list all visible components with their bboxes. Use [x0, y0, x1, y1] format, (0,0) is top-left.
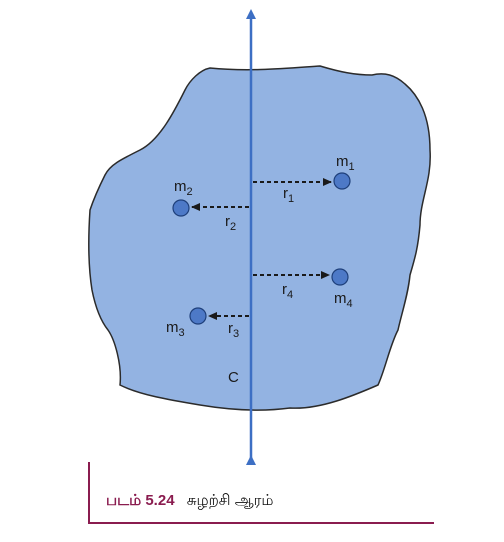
- label-r3: r3: [228, 320, 239, 340]
- label-center: C: [228, 369, 239, 386]
- label-r2: r2: [225, 213, 236, 233]
- label-r1: r1: [283, 185, 294, 205]
- figure-caption: படம் 5.24 சுழற்சி ஆரம்: [106, 492, 274, 511]
- figure-title: சுழற்சி ஆரம்: [186, 492, 274, 509]
- label-r4: r4: [282, 281, 293, 301]
- caption-rule-horizontal: [88, 522, 434, 524]
- label-m4: m4: [334, 290, 353, 310]
- label-m2: m2: [174, 178, 193, 198]
- rigid-body-shape: [87, 65, 431, 411]
- figure-number: படம் 5.24: [106, 492, 175, 509]
- label-m3: m3: [166, 319, 185, 339]
- particle-m1: [333, 172, 351, 190]
- particle-m4: [331, 268, 349, 286]
- particle-m2: [172, 199, 190, 217]
- label-m1: m1: [336, 153, 355, 173]
- particle-m3: [189, 307, 207, 325]
- caption-rule-vertical: [88, 462, 90, 524]
